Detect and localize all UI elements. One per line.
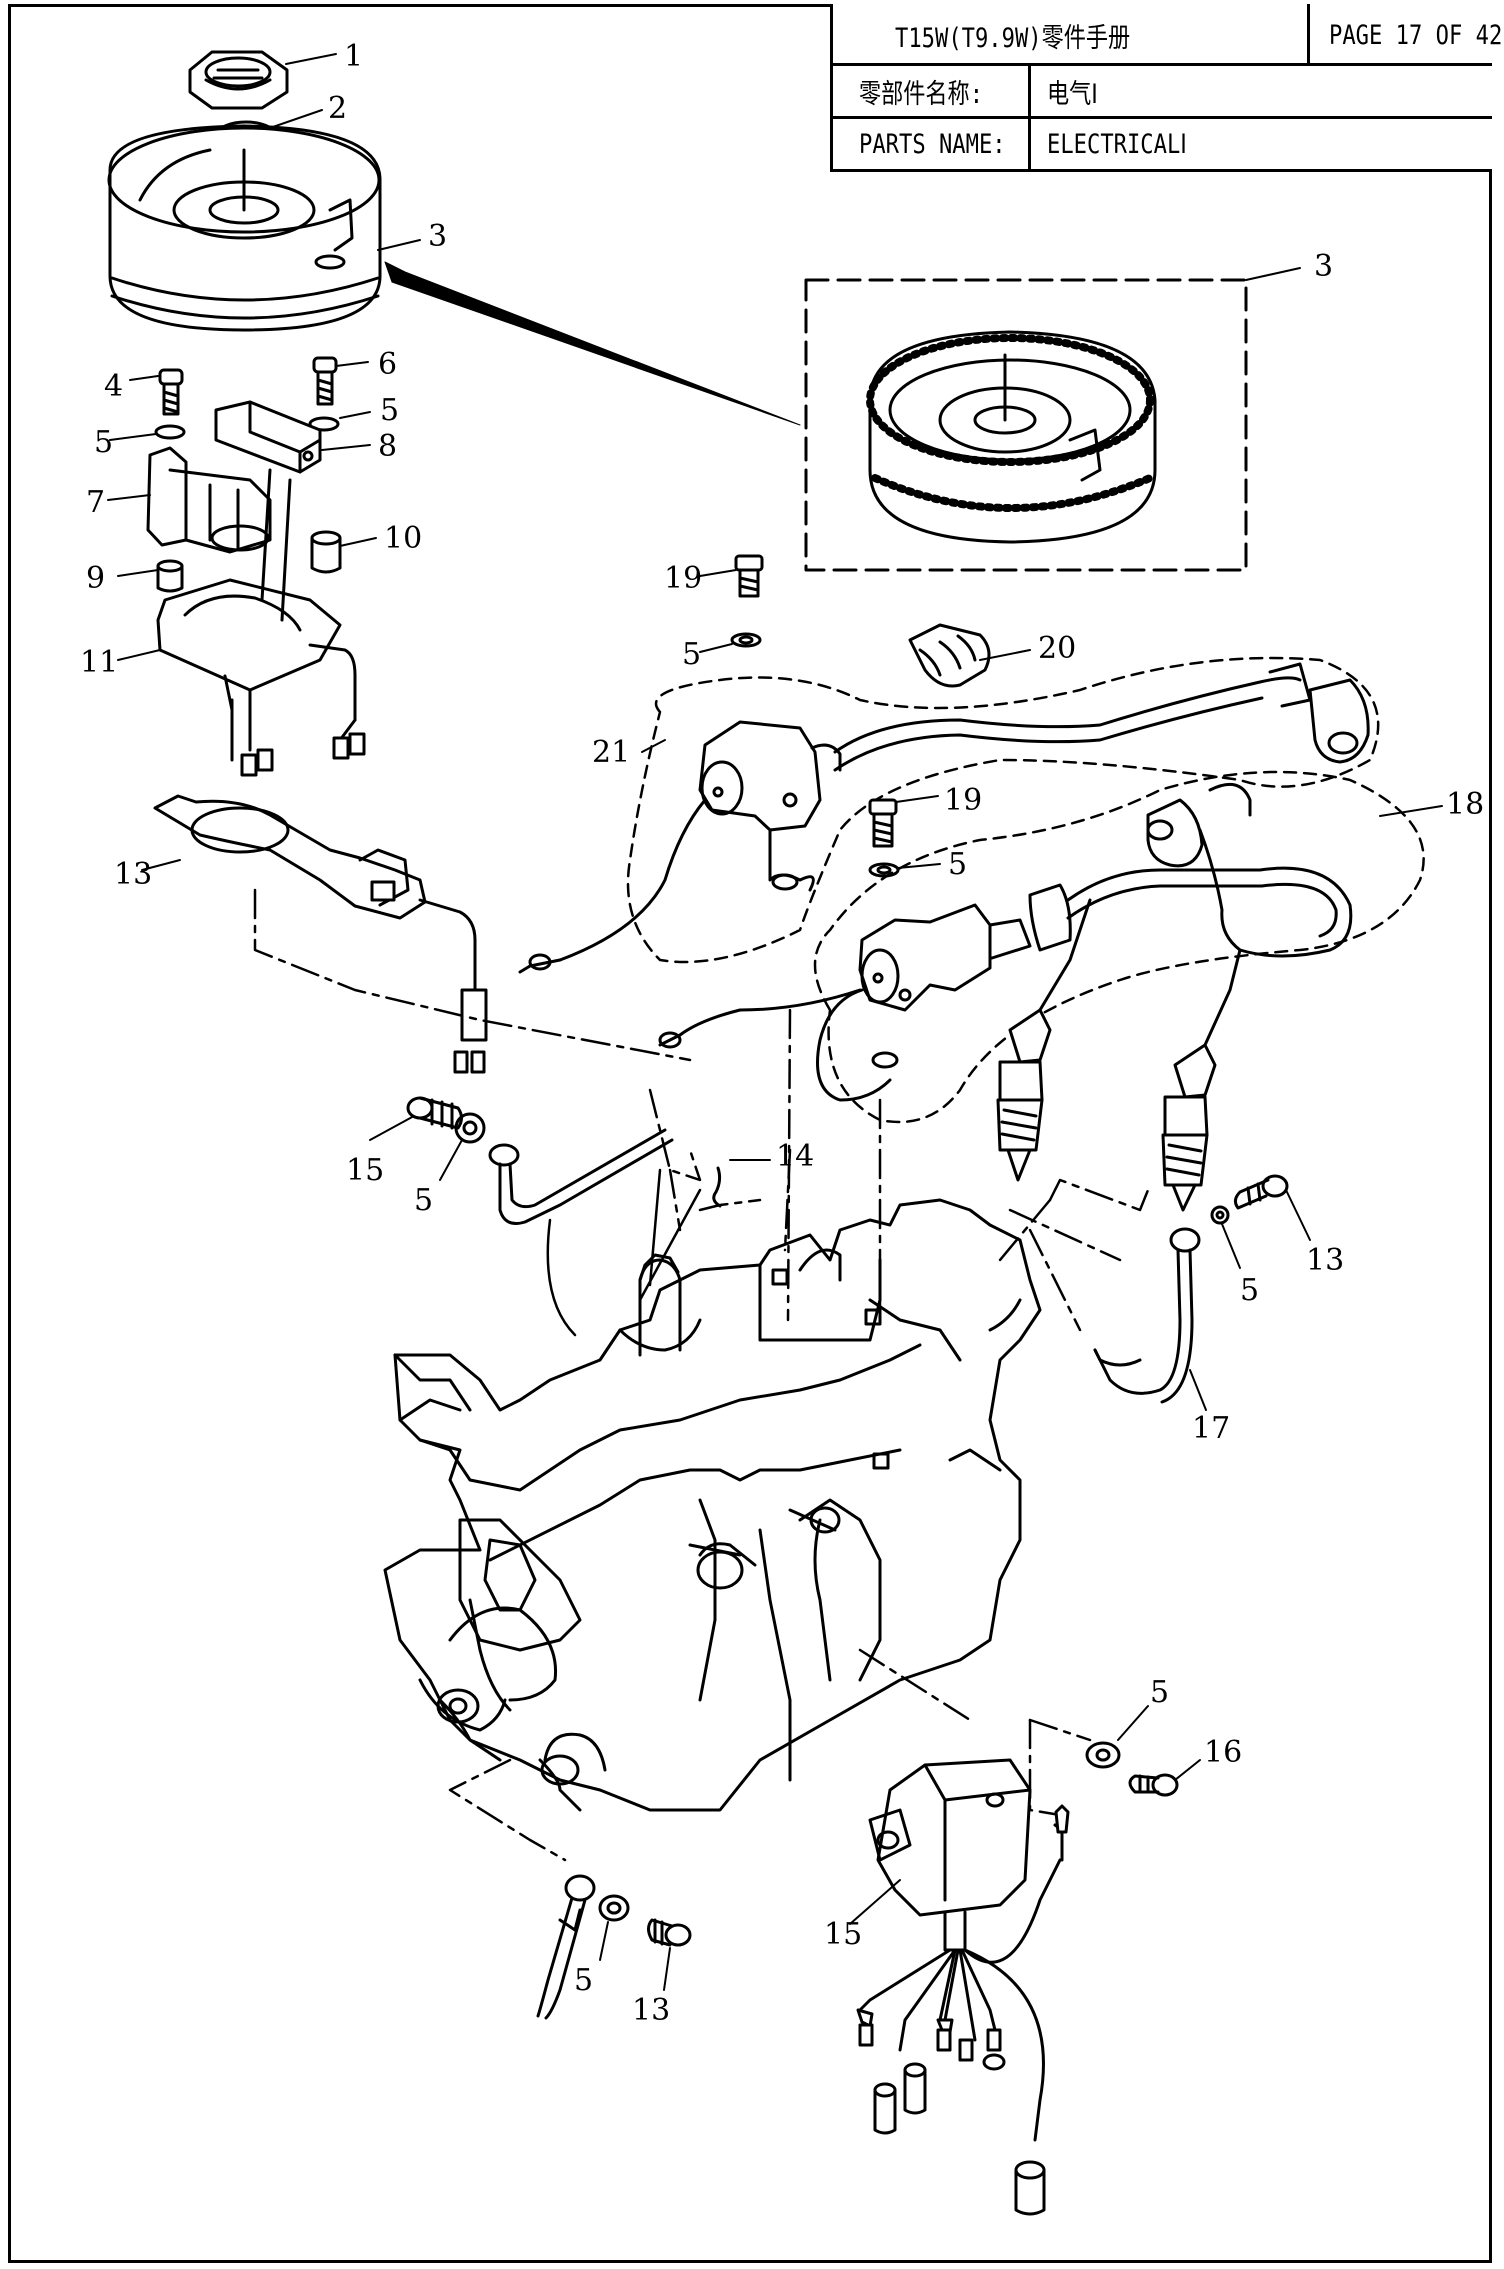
callout-1: 1: [344, 39, 363, 74]
coil-part-7: [146, 446, 272, 554]
screw-part-16: [1128, 1773, 1179, 1797]
callout-13-lower: 13: [632, 1993, 670, 2028]
callout-labels: 1 2 3 3 4 5 5 6 7 8 9 10 11 13 19 5 20 2…: [80, 39, 1484, 2028]
trigger-plate-part-13: [153, 794, 488, 1074]
callout-8: 8: [378, 429, 397, 464]
ignition-coil-lower: [658, 782, 1353, 1102]
title-block: T15W(T9.9W)零件手册 PAGE 17 OF 42 零部件名称: 电气Ⅰ…: [830, 4, 1502, 172]
bushing-part-9: [156, 559, 184, 593]
callout-13-right: 13: [1306, 1243, 1344, 1278]
screw-part-6: [312, 356, 338, 406]
callout-16: 16: [1204, 1735, 1242, 1770]
callout-13-trigger: 13: [114, 857, 152, 892]
flywheel-detail: [866, 330, 1157, 544]
screw-part-13-right: [1233, 1174, 1289, 1210]
callout-21: 21: [592, 735, 630, 770]
callout-3-detail: 3: [1314, 249, 1333, 284]
spark-plug-left: [996, 898, 1092, 1182]
stator-leads: [230, 688, 366, 777]
callout-4: 4: [104, 369, 123, 404]
screw-part-19-lower: [868, 798, 898, 848]
callout-18: 18: [1446, 787, 1484, 822]
callout-19-upper: 19: [664, 561, 702, 596]
callout-15-upper: 15: [346, 1153, 384, 1188]
screw-part-13-lower: [647, 1918, 692, 1947]
parts-name-cn-label: 零部件名称:: [859, 78, 984, 110]
callout-20: 20: [1038, 631, 1076, 666]
callout-17: 17: [1192, 1411, 1230, 1446]
clip-part-20: [908, 623, 991, 688]
nut-part-1: [188, 50, 289, 110]
callout-3-flywheel: 3: [428, 219, 447, 254]
engine-block: [383, 1198, 1042, 1812]
callout-5-h: 5: [574, 1963, 593, 1998]
callout-5-b: 5: [380, 393, 399, 428]
dashed-outline-21: [626, 656, 1380, 964]
callout-5-e: 5: [414, 1183, 433, 1218]
page-border: [8, 4, 1492, 2263]
callout-2: 2: [328, 91, 347, 126]
detail-pointer: [384, 261, 801, 426]
ground-lead-lower: [536, 1874, 596, 2020]
parts-name-cn-value: 电气Ⅰ: [1047, 78, 1098, 110]
callout-6: 6: [378, 347, 397, 382]
manual-title: T15W(T9.9W)零件手册: [895, 22, 1131, 54]
ground-lead-upper: [488, 1128, 674, 1225]
screw-part-15-upper: [406, 1096, 463, 1130]
cdi-unit-part-15: [856, 1758, 1070, 2216]
callout-5-c: 5: [682, 637, 701, 672]
dashed-outline-18: [813, 770, 1425, 1124]
coil-part-8: [214, 400, 322, 474]
page-number: PAGE 17 OF 42: [1329, 19, 1503, 51]
callout-19-lower: 19: [944, 783, 982, 818]
callout-14: 14: [776, 1139, 814, 1174]
callout-5-g: 5: [1150, 1675, 1169, 1710]
callout-5-f: 5: [1240, 1273, 1259, 1308]
callout-5-d: 5: [948, 847, 967, 882]
bushing-part-10: [310, 530, 342, 574]
detail-box: [804, 278, 1248, 572]
parts-name-en-label: PARTS NAME:: [859, 128, 1006, 160]
stator-base-part-11: [156, 468, 357, 722]
callout-10: 10: [384, 521, 422, 556]
parts-name-en-value: ELECTRICALⅠ: [1047, 128, 1187, 160]
callout-leaders: [107, 53, 1443, 1991]
ignition-coil-upper: [518, 662, 1370, 974]
ground-lead-right: [1093, 1227, 1201, 1404]
callout-15-cdi: 15: [824, 1917, 862, 1952]
callout-5-a: 5: [94, 425, 113, 460]
part-14: [712, 1166, 722, 1208]
assembly-leaders: [253, 888, 1150, 1862]
callout-7: 7: [86, 485, 105, 520]
callout-9: 9: [86, 561, 105, 596]
screw-part-19-upper: [734, 554, 764, 598]
screw-part-4: [158, 368, 184, 416]
callout-11: 11: [80, 645, 118, 680]
flywheel-part-3: [107, 124, 382, 332]
spark-plug-right: [1161, 948, 1242, 1212]
